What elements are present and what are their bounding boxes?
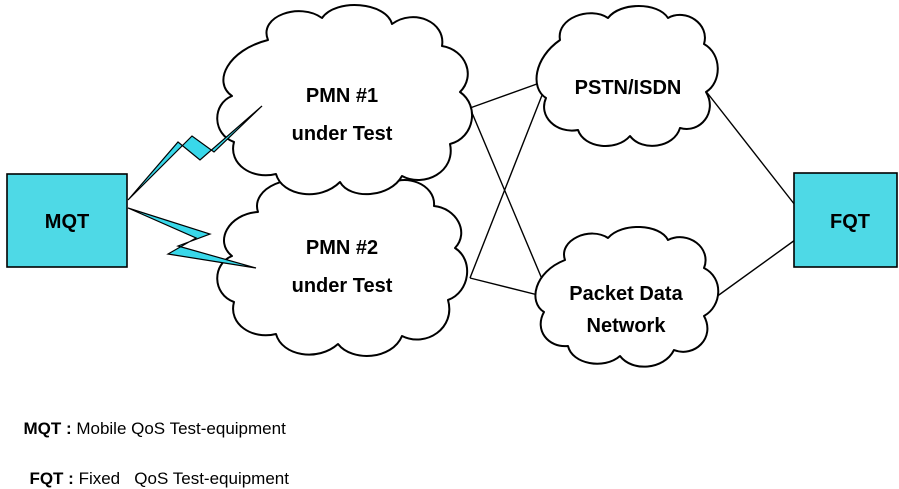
cloud-pmn1: PMN #1 under Test — [216, 4, 474, 196]
fqt-box-rect — [793, 172, 898, 268]
pmn2-label-line1: PMN #2 — [306, 237, 378, 259]
connection-lines — [469, 79, 796, 306]
lightning-bolt-icon-pmn2 — [127, 207, 257, 269]
packet-data-network-label-line1: Packet Data — [569, 283, 683, 305]
pmn2-label-line2: under Test — [292, 275, 393, 297]
lightning-bolt-icon-pmn1 — [127, 105, 263, 201]
fqt-label: FQT — [830, 211, 870, 233]
mqt-label: MQT — [45, 211, 89, 233]
legend-fqt-abbr: FQT : — [29, 469, 74, 488]
legend-mqt-abbr: MQT : — [23, 419, 72, 438]
fqt-box: FQT — [793, 172, 898, 268]
link-pmn2-pstn — [469, 79, 549, 279]
link-pmn1-pstn — [469, 79, 549, 109]
pmn1-label-line1: PMN #1 — [306, 85, 378, 107]
pstn-isdn-label: PSTN/ISDN — [575, 77, 682, 99]
link-pdn-fqt — [704, 239, 796, 306]
pmn1-label-line2: under Test — [292, 123, 393, 145]
link-pmn1-pdn — [469, 107, 551, 299]
mqt-box-rect — [6, 173, 128, 268]
wireless-link-bolts — [127, 105, 263, 269]
legend-fqt-text: Fixed QoS Test-equipment — [73, 469, 289, 488]
cloud-pmn2: PMN #2 under Test — [216, 171, 469, 357]
network-diagram: PMN #2 under Test PMN #1 under Test PSTN… — [6, 4, 898, 368]
legend-fqt: FQT : Fixed QoS Test-equipment — [20, 449, 289, 489]
link-pstn-fqt — [704, 89, 796, 206]
cloud-pstn-isdn: PSTN/ISDN — [535, 5, 719, 148]
packet-data-network-label-line2: Network — [587, 315, 667, 337]
legend-mqt: MQT : Mobile QoS Test-equipment — [14, 399, 286, 439]
legend-mqt-text: Mobile QoS Test-equipment — [71, 419, 286, 438]
cloud-packet-data-network: Packet Data Network — [534, 225, 720, 368]
mqt-box: MQT — [6, 173, 128, 268]
